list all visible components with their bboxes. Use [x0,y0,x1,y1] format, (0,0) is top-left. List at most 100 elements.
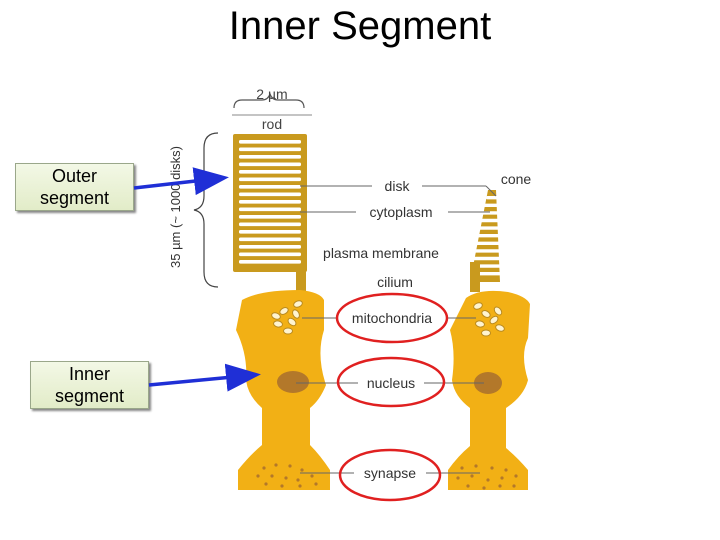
vesicle [456,476,460,480]
mitochondrion [495,324,505,332]
vesicle [256,474,260,478]
cone-disk [466,241,516,245]
outer-callout-line2: segment [39,188,110,208]
vesicle [298,484,302,488]
vesicle [514,474,518,478]
vesicle [296,478,300,482]
disk-label: disk [385,178,411,194]
mitochondrion [292,309,300,319]
cone-disk [457,264,516,268]
rod-disk [239,170,301,174]
vesicle [486,478,490,482]
vesicle [512,484,516,488]
cone-nucleus [474,372,502,394]
page-title: Inner Segment [228,4,492,48]
cone-disk [470,234,516,238]
rod-disk [239,252,301,257]
rod-disk [239,260,301,264]
outer-segment-callout: Outer segment [15,163,134,211]
mitochondrion [475,320,485,328]
length-brace [193,132,219,288]
vesicle [314,482,318,486]
synapse-highlight-circle [338,448,442,502]
width-scale-bracket [233,92,305,109]
rod-cilium [296,268,306,294]
vesicle [498,484,502,488]
rod-disk [239,192,301,197]
rod-label: rod [262,116,282,132]
cone-disk [482,203,516,207]
nucleus-label: nucleus [367,375,415,391]
rod-disk [239,237,301,242]
cone-mitochondria [473,302,505,337]
rod-disk [239,147,301,152]
leader-lines [296,185,497,474]
vesicle [262,466,266,470]
rod-mitochondria [271,300,303,335]
vesicle [474,464,478,468]
synapse-label: synapse [364,465,416,481]
inner-segment-arrow [148,363,261,392]
rod-disk [239,245,301,249]
outer-callout-line1: Outer [51,166,97,186]
mitochondrion [489,315,499,325]
vesicle [310,474,314,478]
mitochondrion [283,327,293,335]
mitochondrion [481,329,491,337]
vesicle [270,474,274,478]
mitochondrion [481,310,491,318]
cone-cilium [470,262,480,292]
cone-disk [486,196,516,200]
vesicle [470,474,474,478]
rod-disks [239,140,301,264]
inner-callout-line1: Inner [68,364,110,384]
vesicle [264,482,268,486]
mitochondrion [473,302,483,310]
inner-callout-line2: segment [54,386,125,406]
rod-disk [239,162,301,167]
mitochondrion [287,317,297,327]
rod-disk [239,215,301,219]
length-label: 35 µm (~ 1000 disks) [168,146,183,268]
rod-nucleus [277,371,309,393]
plasma-membrane-label: plasma membrane [323,245,439,261]
cilium-label: cilium [377,274,413,290]
rod-disk [239,200,301,204]
cone-disk [476,218,516,223]
cone-disk [454,272,516,276]
rod-synaptic-vesicles [256,463,318,488]
mitochondrion [279,307,289,315]
vesicle [504,468,508,472]
cone-label: cone [501,171,532,187]
cone-disk [460,256,516,261]
cone-disk [473,226,516,230]
rod-disk [239,222,301,227]
cone-synaptic-vesicles [456,464,518,490]
mitochondrion [493,306,503,316]
mitochondrion [273,320,283,328]
vesicle [280,484,284,488]
outer-segment-arrow [133,167,229,196]
vesicle [300,468,304,472]
vesicle [460,466,464,470]
cytoplasm-label: cytoplasm [369,204,432,220]
inner-segment-callout: Inner segment [30,361,149,409]
rod-disk [239,140,301,144]
mitochondrion [293,300,303,308]
rod-disk [239,155,301,159]
vesicle [284,476,288,480]
highlight-circles [335,292,449,502]
rod-disk [239,185,301,189]
rod-disk [239,230,301,234]
nucleus-highlight-circle [336,356,446,408]
vesicle [274,463,278,467]
rod-disk [239,177,301,182]
mitochondria-highlight-circle [335,292,449,344]
vesicle [466,484,470,488]
vesicle [288,464,292,468]
mitochondria-label: mitochondria [352,310,432,326]
vesicle [482,486,486,490]
vesicle [490,466,494,470]
width-label: 2 µm [256,86,287,102]
